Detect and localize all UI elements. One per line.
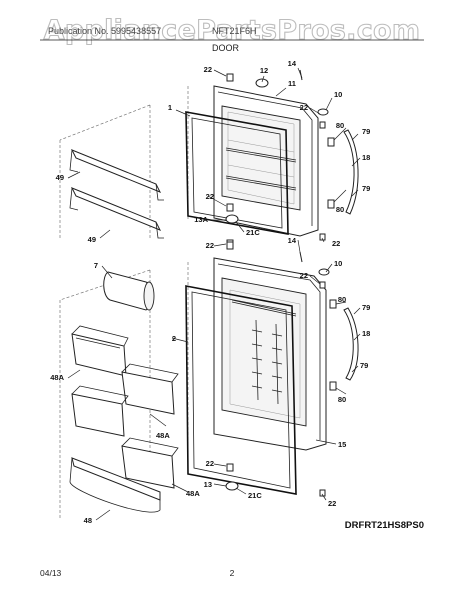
diagram-code: DRFRT21HS8PS0 xyxy=(345,520,424,531)
callout-48: 48 xyxy=(84,516,92,525)
callout-48A: 48A xyxy=(186,489,200,498)
dairy-door-module xyxy=(103,271,155,311)
callout-79: 79 xyxy=(362,184,370,193)
callout-49: 49 xyxy=(88,235,96,244)
lower-door-shelf-bar xyxy=(69,457,161,513)
callout-7: 7 xyxy=(94,261,98,270)
callout-13: 13 xyxy=(204,480,212,489)
callout-11: 11 xyxy=(288,79,296,88)
callout-2: 2 xyxy=(172,334,176,343)
callout-14: 14 xyxy=(288,59,297,68)
footer-date: 04/13 xyxy=(40,568,62,578)
freezer-door-shelf-bar xyxy=(69,149,164,239)
callout-22: 22 xyxy=(300,271,308,280)
callout-80: 80 xyxy=(336,121,344,130)
model-number: NFT21F6H xyxy=(212,26,257,36)
callout-48A: 48A xyxy=(156,431,170,440)
door-bins xyxy=(71,325,179,489)
callout-22: 22 xyxy=(206,459,214,468)
callout-15: 15 xyxy=(338,440,346,449)
publication-number: Publication No. 5995438557 xyxy=(48,26,161,36)
callout-22: 22 xyxy=(332,239,340,248)
callout-14: 14 xyxy=(288,236,297,245)
callout-22: 22 xyxy=(300,103,308,112)
callout-labels: 1 22 12 11 14 22 10 80 79 18 79 80 49 49… xyxy=(50,59,370,525)
callout-22: 22 xyxy=(206,192,214,201)
freezer-door-gasket xyxy=(185,111,289,235)
callout-49: 49 xyxy=(56,173,64,182)
callout-80: 80 xyxy=(338,295,346,304)
fresh-food-door-handle xyxy=(343,307,359,381)
freezer-door-handle xyxy=(343,129,359,215)
fresh-food-hinge-hardware xyxy=(225,241,337,497)
callout-80: 80 xyxy=(338,395,346,404)
callout-79: 79 xyxy=(362,127,370,136)
watermark: AppliancePartsPros.com xyxy=(44,15,421,46)
callout-12: 12 xyxy=(260,66,268,75)
callout-10: 10 xyxy=(334,90,342,99)
callout-13A: 13A xyxy=(194,215,208,224)
section-title: DOOR xyxy=(212,43,240,53)
callout-22: 22 xyxy=(204,65,212,74)
callout-18: 18 xyxy=(362,329,370,338)
callout-48A: 48A xyxy=(50,373,64,382)
callout-22: 22 xyxy=(328,499,336,508)
callout-79: 79 xyxy=(362,303,370,312)
callout-79: 79 xyxy=(360,361,368,370)
fresh-food-door-gasket xyxy=(185,285,297,495)
freezer-door xyxy=(213,85,319,237)
page-number: 2 xyxy=(230,568,235,578)
leader-lines xyxy=(67,67,361,521)
callout-21C: 21C xyxy=(246,228,260,237)
callout-18: 18 xyxy=(362,153,370,162)
callout-21C: 21C xyxy=(248,491,262,500)
door-liner-shelf-rails xyxy=(231,299,297,405)
callout-22: 22 xyxy=(206,241,214,250)
callout-1: 1 xyxy=(168,103,172,112)
callout-80: 80 xyxy=(336,205,344,214)
callout-10: 10 xyxy=(334,259,342,268)
fresh-food-door xyxy=(213,257,327,451)
